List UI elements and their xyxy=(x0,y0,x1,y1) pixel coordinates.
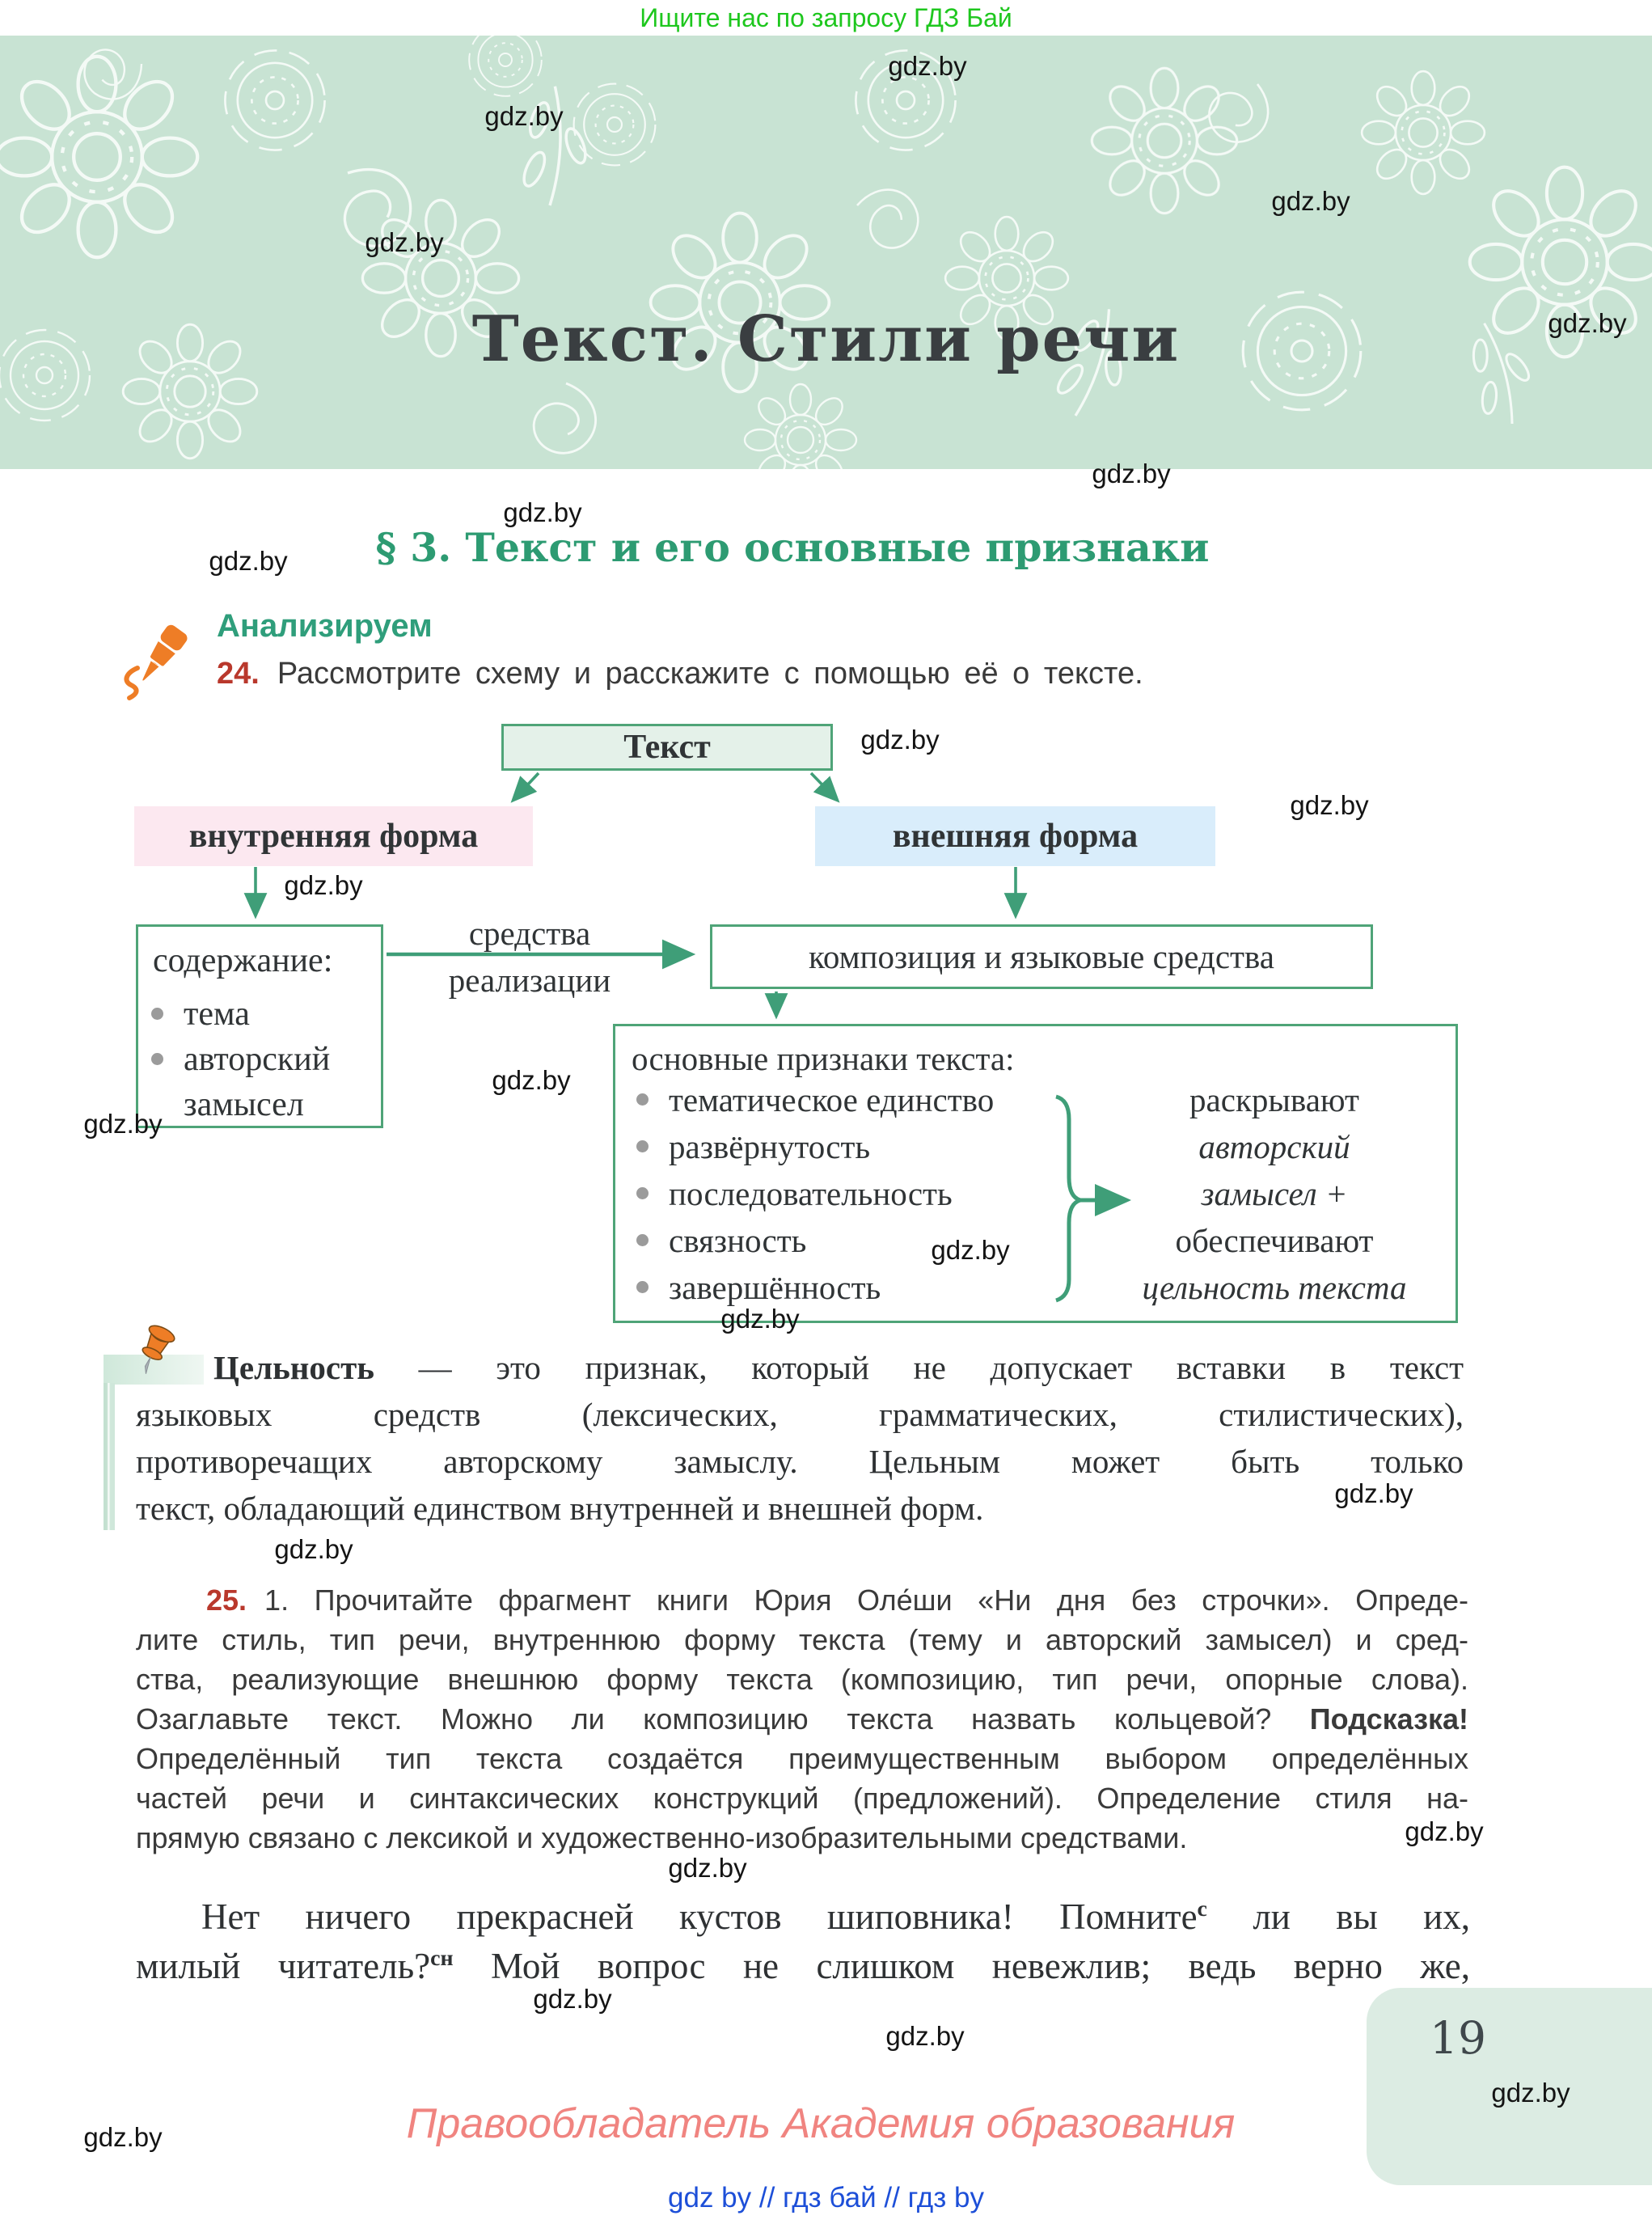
page-number-badge: 19 xyxy=(1367,1988,1652,2185)
note-line-text: — это признак, который не допускает вста… xyxy=(374,1349,1464,1386)
result-line: замысел + xyxy=(1201,1175,1348,1212)
bottom-site-links[interactable]: gdz by // гдз бай // гдз by xyxy=(668,2182,984,2213)
task-25-line: Озаглавьте текст. Можно ли композицию те… xyxy=(136,1699,1468,1739)
gdz-watermark: gdz.by xyxy=(83,2122,163,2152)
excerpt-text: милый читатель? xyxy=(136,1946,431,1986)
gdz-watermark: gdz.by xyxy=(668,1853,747,1883)
note-term: Цельность xyxy=(213,1349,374,1386)
copyright-footer: Правообладатель Академия образования xyxy=(406,2100,1236,2147)
result-line: цельность текста xyxy=(1142,1269,1407,1306)
means-label-line2: реализации xyxy=(448,962,611,999)
excerpt-line: Нет ничего прекрасней кустов шиповника! … xyxy=(136,1892,1470,1942)
gdz-watermark: gdz.by xyxy=(209,546,288,576)
task-25-line: 25. 1. Прочитайте фрагмент книги Юрия Оле… xyxy=(136,1580,1468,1620)
task-24: 24. Рассмотрите схему и расскажите с помо… xyxy=(217,657,1478,691)
gdz-watermark: gdz.by xyxy=(484,101,564,131)
result-line: раскрывают xyxy=(1189,1081,1359,1118)
excerpt-text: Нет ничего прекрасней кустов шиповника! … xyxy=(201,1896,1198,1937)
feature-bullet: завершённость xyxy=(632,1264,994,1311)
note-line: текст, обладающий единством внутренней и… xyxy=(136,1490,984,1527)
gdz-watermark: gdz.by xyxy=(284,870,363,900)
gdz-watermark: gdz.by xyxy=(1548,308,1627,338)
task-24-text: Рассмотрите схему и расскажите с помощью… xyxy=(277,657,1143,691)
gdz-watermark: gdz.by xyxy=(533,1984,612,2014)
pen-icon xyxy=(124,624,188,700)
note-line: Цельность — это признак, который не допу… xyxy=(136,1344,1464,1391)
diagram-box-composition: композиция и языковые средства xyxy=(710,924,1373,989)
excerpt-mark: с xyxy=(1197,1896,1207,1922)
result-line: обеспечивают xyxy=(1175,1222,1374,1259)
task-25-text: 1. Прочитайте фрагмент книги Юрия Оле́ши… xyxy=(264,1583,1468,1617)
diagram-box-inner-form: внутренняя форма xyxy=(134,806,533,866)
task-25-hint-label: Подсказка! xyxy=(1309,1702,1468,1736)
feature-bullet: связность xyxy=(632,1217,994,1264)
content-bullet: авторский замысел xyxy=(146,1037,381,1127)
gdz-watermark: gdz.by xyxy=(83,1109,163,1139)
content-bullet: тема xyxy=(146,991,381,1037)
note-ribbon-vertical xyxy=(104,1383,115,1530)
excerpt-text: ли вы их, xyxy=(1206,1896,1470,1937)
gdz-watermark: gdz.by xyxy=(274,1534,353,1564)
excerpt-mark: сн xyxy=(430,1946,454,1971)
excerpt-text: Мой вопрос не слишком невежлив; ведь вер… xyxy=(453,1946,1470,1986)
gdz-watermark: gdz.by xyxy=(1334,1478,1413,1508)
gdz-watermark: gdz.by xyxy=(888,51,967,81)
pushpin-icon xyxy=(142,1325,175,1374)
feature-bullet: последовательность xyxy=(632,1170,994,1217)
task-25-line: лите стиль, тип речи, внутреннюю форму т… xyxy=(136,1623,1468,1656)
section-heading: § 3. Текст и его основные признаки xyxy=(375,524,1210,571)
page-number: 19 xyxy=(1430,2012,1486,2064)
gdz-watermark: gdz.by xyxy=(365,227,444,257)
feature-bullet: развёрнутость xyxy=(632,1123,994,1170)
gdz-watermark: gdz.by xyxy=(1290,790,1369,820)
task-25-text: Озаглавьте текст. Можно ли композицию те… xyxy=(136,1702,1310,1736)
floral-pattern xyxy=(0,36,1652,469)
gdz-watermark: gdz.by xyxy=(885,2021,965,2051)
gdz-watermark: gdz.by xyxy=(1271,186,1350,216)
task-25-line: частей речи и синтаксических конструкций… xyxy=(136,1782,1468,1815)
task-24-number: 24. xyxy=(217,657,260,691)
wholeness-definition: Цельность — это признак, который не допу… xyxy=(136,1344,1464,1532)
note-line: языковых средств (лексических, грамматич… xyxy=(136,1396,1464,1433)
reading-excerpt: Нет ничего прекрасней кустов шиповника! … xyxy=(136,1892,1470,1991)
features-result-column: раскрывают авторский замысел + обеспечивают… xyxy=(1109,1076,1440,1311)
gdz-watermark: gdz.by xyxy=(860,725,940,755)
content-box-title: содержание: xyxy=(153,942,333,979)
note-ribbon-horizontal xyxy=(104,1355,204,1385)
analyze-rubric-label: Анализируем xyxy=(217,608,433,644)
result-line: авторский xyxy=(1198,1128,1350,1165)
means-label-line1: средства xyxy=(468,915,591,952)
chapter-title: Текст. Стили речи xyxy=(471,302,1181,376)
gdz-watermark: gdz.by xyxy=(503,497,582,527)
gdz-watermark: gdz.by xyxy=(1491,2078,1570,2108)
diagram-box-outer-form: внешняя форма xyxy=(815,806,1215,866)
gdz-watermark: gdz.by xyxy=(720,1304,800,1334)
note-line: противоречащих авторскому замыслу. Цельн… xyxy=(136,1443,1464,1480)
diagram-box-features: основные признаки текста: тематическое е… xyxy=(613,1024,1458,1323)
gdz-watermark: gdz.by xyxy=(931,1235,1010,1265)
gdz-watermark: gdz.by xyxy=(492,1065,571,1095)
features-title: основные признаки текста: xyxy=(632,1040,1015,1077)
task-25-line: прямую связано с лексикой и художественн… xyxy=(136,1821,1188,1854)
top-promo-link[interactable]: Ищите нас по запросу ГДЗ Бай xyxy=(640,3,1012,32)
task-25-line: ства, реализующие внешнюю форму текста (… xyxy=(136,1663,1468,1696)
task-25: 25. 1. Прочитайте фрагмент книги Юрия Оле… xyxy=(136,1580,1468,1858)
gdz-watermark: gdz.by xyxy=(1092,459,1171,488)
chapter-banner: Текст. Стили речи xyxy=(0,36,1652,469)
feature-bullet: тематическое единство xyxy=(632,1076,994,1123)
gdz-watermark: gdz.by xyxy=(1405,1816,1484,1846)
task-25-line: Определённый тип текста создаётся преиму… xyxy=(136,1742,1468,1775)
diagram-box-text: Текст xyxy=(501,724,833,771)
task-25-number: 25. xyxy=(206,1583,247,1617)
excerpt-line: милый читатель?сн Мой вопрос не слишком … xyxy=(136,1942,1470,1991)
